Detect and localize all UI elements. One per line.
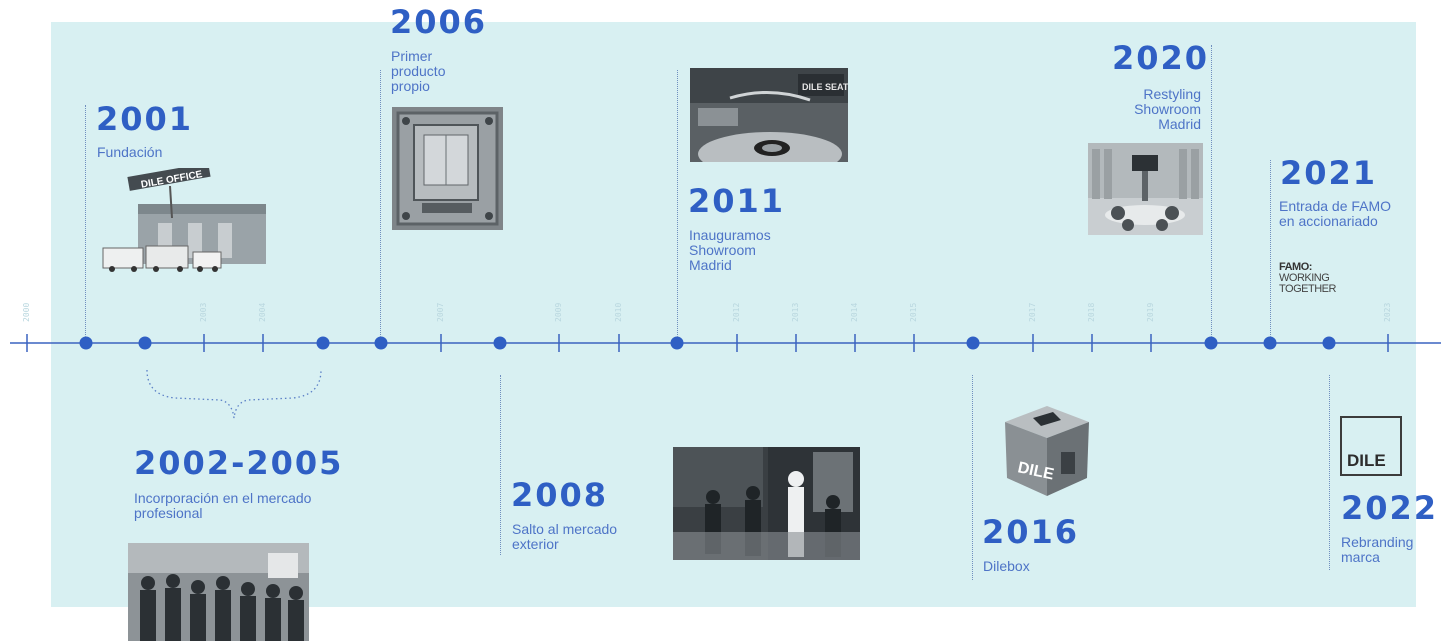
photo-2016-dilebox-cube: DILE <box>1005 406 1089 496</box>
label-2016: Dilebox <box>983 558 1030 574</box>
tick-label-2019: 2019 <box>1146 302 1155 322</box>
milestone-dots <box>79 336 1336 350</box>
year-2011: 2011 <box>688 182 786 220</box>
photo-2001-office-building: DILE OFFICE <box>98 168 268 276</box>
tick-label-2009: 2009 <box>554 302 563 322</box>
tick-label-2023: 2023 <box>1383 302 1392 322</box>
dot-2005 <box>316 336 330 350</box>
tick-label-2007: 2007 <box>436 302 445 322</box>
year-2002-2005: 2002-2005 <box>134 444 344 482</box>
famo-logo: FAMO: WORKING TOGETHER <box>1279 262 1336 295</box>
photo-2020-restyled-showroom <box>1088 143 1203 235</box>
year-2006: 2006 <box>390 3 488 41</box>
tick-label-2012: 2012 <box>732 302 741 322</box>
label-2021: Entrada de FAMO en accionariado <box>1279 198 1392 229</box>
tick-label-2013: 2013 <box>791 302 800 322</box>
label-2011: Inauguramos Showroom Madrid <box>689 227 771 273</box>
famo-brand: FAMO: <box>1279 261 1312 273</box>
tick-label-2014: 2014 <box>850 302 859 322</box>
year-2008: 2008 <box>511 476 609 514</box>
year-2021: 2021 <box>1280 154 1378 192</box>
tick-label-2015: 2015 <box>909 302 918 322</box>
seating-sign-text: DILE SEATING <box>802 82 848 92</box>
connector-2011 <box>677 70 678 337</box>
photo-2006-product-mold <box>392 107 503 230</box>
label-2008: Salto al mercado exterior <box>512 521 618 552</box>
famo-tagline-1: WORKING <box>1279 272 1330 284</box>
label-2001: Fundación <box>97 144 163 160</box>
connector-2016 <box>972 375 973 580</box>
dot-2011 <box>670 336 684 350</box>
dot-2016 <box>966 336 980 350</box>
label-2022: Rebranding marca <box>1341 534 1414 565</box>
year-2016: 2016 <box>982 513 1080 551</box>
connector-2021 <box>1270 160 1271 337</box>
dile-logo: DILE <box>1340 416 1402 476</box>
brace-2002-2005 <box>146 369 322 419</box>
label-2002-2005: Incorporación en el mercado profesional <box>134 490 312 521</box>
axis-ticks <box>26 334 1389 352</box>
connector-2020 <box>1211 45 1212 337</box>
label-2006: Primer producto propio <box>391 48 446 94</box>
year-2022: 2022 <box>1341 489 1439 527</box>
photo-2002-2005-trade-event <box>128 543 309 641</box>
dot-2022 <box>1322 336 1336 350</box>
dile-logo-text: DILE <box>1347 451 1386 470</box>
dot-2021 <box>1263 336 1277 350</box>
label-2020: Restyling Showroom Madrid <box>1134 86 1201 132</box>
photo-2008-international-fair <box>673 447 860 560</box>
connector-2006 <box>380 70 381 337</box>
tick-label-2003: 2003 <box>199 302 208 322</box>
dot-2008 <box>493 336 507 350</box>
year-2001: 2001 <box>96 100 194 138</box>
tick-label-2000: 2000 <box>22 302 31 322</box>
famo-tagline-2: TOGETHER <box>1279 283 1336 295</box>
connector-2022 <box>1329 375 1330 570</box>
connector-2008 <box>500 375 501 555</box>
tick-label-2010: 2010 <box>614 302 623 322</box>
photo-2011-showroom: DILE SEATING <box>690 68 848 162</box>
dot-2001 <box>79 336 93 350</box>
tick-label-2018: 2018 <box>1087 302 1096 322</box>
dot-2020 <box>1204 336 1218 350</box>
tick-label-2017: 2017 <box>1028 302 1037 322</box>
dot-2002 <box>138 336 152 350</box>
year-2020: 2020 <box>1112 39 1210 77</box>
tick-label-2004: 2004 <box>258 302 267 322</box>
connector-2001 <box>85 105 86 337</box>
dot-2006 <box>374 336 388 350</box>
